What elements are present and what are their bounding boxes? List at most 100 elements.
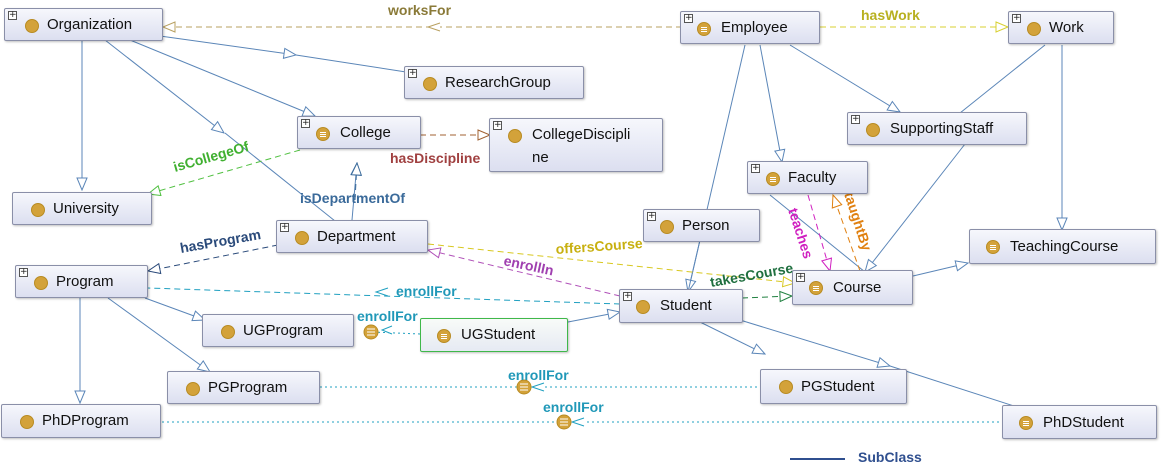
class-icon (31, 203, 45, 217)
expand-icon[interactable]: + (408, 68, 417, 78)
edge-supportingstaff-subclass-employee (789, 44, 900, 112)
enroll-for-ug-dot (363, 324, 379, 340)
class-icon (186, 382, 200, 396)
node-ug-student[interactable]: UGStudent (420, 318, 568, 352)
edge-has-program (148, 244, 279, 271)
edge-ugstudent-subclass-student (567, 312, 620, 323)
expand-icon[interactable]: + (796, 272, 805, 282)
edge-student-person (687, 239, 701, 293)
edge-offers-course (427, 243, 795, 283)
expand-icon[interactable]: + (19, 267, 28, 277)
class-icon (295, 231, 309, 245)
expand-icon[interactable]: + (493, 120, 502, 130)
node-label: Department (317, 228, 396, 245)
node-label: Program (56, 273, 114, 290)
expand-icon[interactable]: + (751, 163, 760, 173)
node-phd-student[interactable]: PhDStudent (1002, 405, 1157, 439)
label-works-for: worksFor (387, 2, 452, 18)
node-program[interactable]: + Program (15, 265, 148, 298)
node-organization[interactable]: + Organization (4, 8, 163, 41)
edge-is-college-of (148, 149, 301, 194)
node-label: PhDStudent (1043, 414, 1124, 431)
node-label: College (340, 124, 391, 141)
label-enroll-for-pg: enrollFor (508, 367, 569, 383)
node-teaching-course[interactable]: TeachingCourse (969, 229, 1156, 264)
edge-enroll-in (428, 250, 621, 297)
node-label: Employee (721, 19, 788, 36)
expand-icon[interactable]: + (623, 291, 632, 301)
edge-taught-by (833, 195, 861, 272)
node-label: Organization (47, 16, 133, 33)
class-icon (508, 129, 522, 143)
node-label: Work (1049, 19, 1084, 36)
node-label: SupportingStaff (890, 120, 994, 137)
node-label: Faculty (788, 169, 837, 186)
class-icon (697, 22, 711, 36)
edge-pgstudent-subclass-student (699, 321, 765, 354)
node-label: Course (833, 279, 882, 296)
edge-course-teachingcourse (912, 263, 968, 277)
enroll-for-pg-arrow (530, 382, 545, 392)
expand-icon[interactable]: + (1012, 13, 1021, 23)
node-college-discipline[interactable]: + CollegeDiscipli ne (489, 118, 663, 172)
edge-phdstudent-student-2 (889, 365, 1021, 409)
label-enroll-for-program: enrollFor (396, 283, 457, 299)
class-icon (25, 19, 39, 33)
class-icon (866, 123, 880, 137)
node-research-group[interactable]: + ResearchGroup (404, 66, 584, 99)
node-employee[interactable]: + Employee (680, 11, 820, 44)
edge-course-supportingstaff (865, 143, 966, 272)
node-label: UGProgram (243, 322, 324, 339)
label-teaches: teaches (785, 206, 816, 261)
node-label-line1: CollegeDiscipli (532, 126, 631, 143)
node-label: PGProgram (208, 379, 288, 396)
label-has-discipline: hasDiscipline (390, 150, 480, 166)
expand-icon[interactable]: + (851, 114, 860, 124)
class-icon (437, 329, 451, 343)
node-student[interactable]: + Student (619, 289, 743, 323)
node-label: PhDProgram (42, 412, 129, 429)
node-work[interactable]: + Work (1008, 11, 1114, 44)
node-label: TeachingCourse (1010, 238, 1119, 255)
node-university[interactable]: University (12, 192, 152, 225)
node-label: Student (660, 297, 712, 314)
edge-research-group-subclass-organization-2 (295, 54, 407, 73)
node-course[interactable]: + Course (792, 270, 913, 305)
label-offers-course: offersCourse (555, 235, 643, 257)
expand-icon[interactable]: + (647, 211, 656, 221)
edge-teaches (807, 194, 830, 271)
edge-enroll-for-program (147, 287, 621, 305)
edge-pgprogram-subclass-program (107, 297, 210, 372)
edge-department-organization-2 (224, 132, 341, 226)
enroll-for-phd-arrow (570, 417, 585, 427)
node-department[interactable]: + Department (276, 220, 428, 253)
expand-icon[interactable]: + (8, 10, 17, 20)
class-icon (1027, 22, 1041, 36)
node-pg-student[interactable]: PGStudent (760, 369, 907, 404)
node-label: PGStudent (801, 378, 875, 395)
edge-is-department-of (355, 163, 357, 201)
expand-icon[interactable]: + (301, 118, 310, 128)
edge-phdstudent-subclass-student (739, 319, 890, 366)
node-faculty[interactable]: + Faculty (747, 161, 868, 194)
node-college[interactable]: + College (297, 116, 421, 149)
label-taught-by: taughtBy (841, 190, 875, 253)
node-label: ResearchGroup (445, 74, 551, 91)
class-icon (809, 281, 823, 295)
label-enroll-for-ug: enrollFor (357, 308, 418, 324)
label-takes-course: takesCourse (709, 260, 795, 290)
class-icon (34, 276, 48, 290)
class-icon (221, 325, 235, 339)
node-supporting-staff[interactable]: + SupportingStaff (847, 112, 1027, 145)
node-ug-program[interactable]: UGProgram (202, 314, 354, 347)
node-label: UGStudent (461, 326, 536, 343)
node-phd-program[interactable]: PhDProgram (1, 404, 161, 438)
node-person[interactable]: + Person (643, 209, 760, 242)
expand-icon[interactable]: + (280, 222, 289, 232)
node-pg-program[interactable]: PGProgram (167, 371, 320, 404)
works-for-arrow (426, 22, 441, 32)
expand-icon[interactable]: + (684, 13, 693, 23)
node-label: University (53, 200, 119, 217)
